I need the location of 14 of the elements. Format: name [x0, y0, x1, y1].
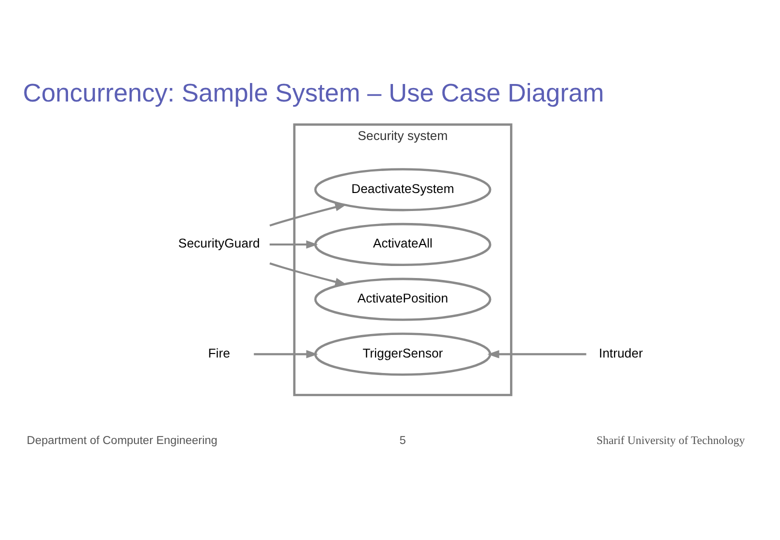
node-text: Intruder — [598, 345, 643, 360]
arrow — [270, 240, 318, 249]
node-ellipse: ActivateAll — [314, 222, 492, 266]
node-text: SecurityGuard — [178, 236, 260, 251]
arrow — [487, 350, 586, 358]
diagram-title: Concurrency: Sample System – Use Case Diagram — [22, 80, 604, 108]
node-text: Fire — [208, 345, 230, 360]
arrow — [254, 350, 318, 358]
arrow — [269, 203, 347, 227]
label: 5 — [400, 434, 406, 447]
arrow — [269, 262, 347, 286]
label: Department of Computer Engineering — [26, 434, 218, 447]
label: Sharif University of Technology — [596, 434, 745, 447]
node-ellipse: TriggerSensor — [314, 332, 492, 376]
